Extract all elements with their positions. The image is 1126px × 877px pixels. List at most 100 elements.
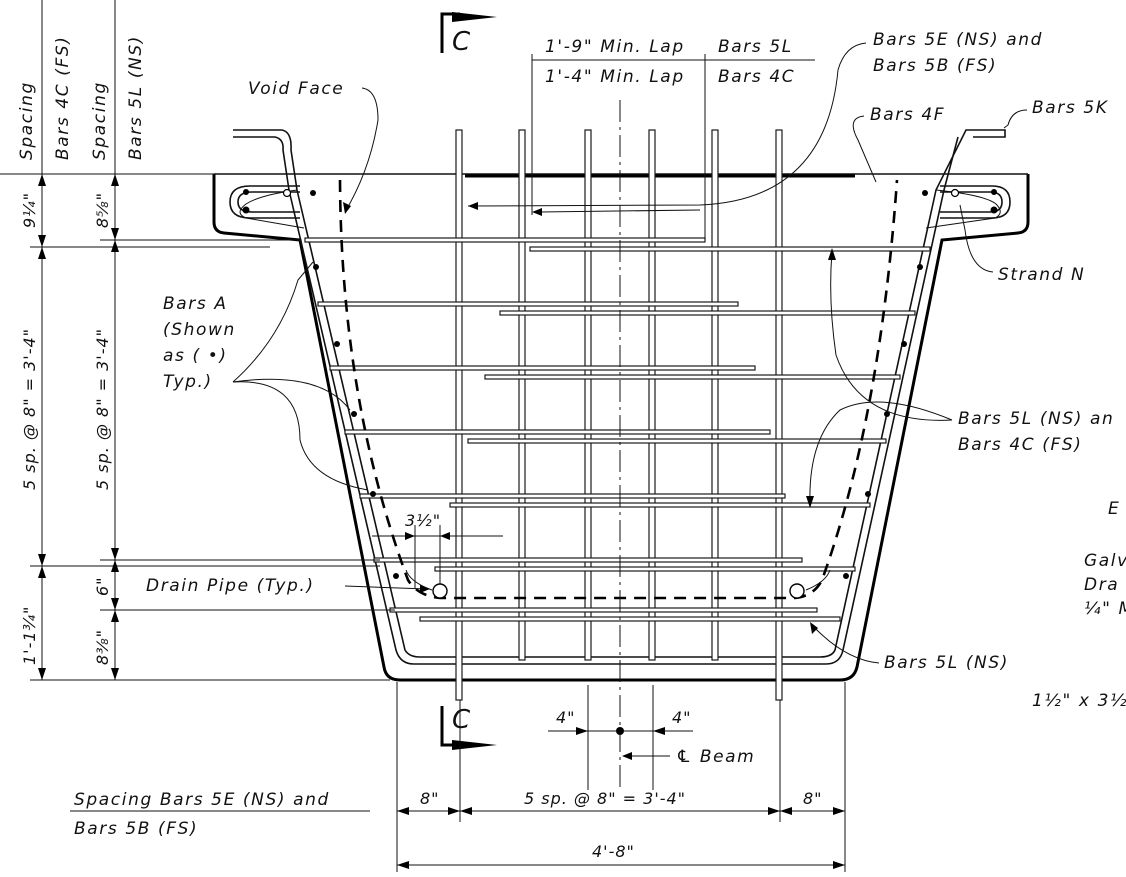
horizontal-bar — [389, 607, 818, 613]
vertical-bar — [711, 129, 719, 661]
dim-6: 6" — [93, 576, 112, 596]
section-mark-top-letter: C — [452, 27, 471, 57]
beam-centerline-label: ℄ Beam — [676, 747, 755, 767]
horizontal-bar — [317, 301, 739, 307]
section-mark-top: C — [440, 12, 497, 57]
bar-a-dot — [917, 264, 923, 270]
horizontal-bar — [499, 310, 916, 316]
spacing-5l-label-a: Spacing — [90, 81, 110, 160]
dim-4-8: 4'-8" — [592, 842, 635, 861]
spacing-bars-5e-label-line2: Bars 5B (FS) — [74, 819, 198, 839]
horizontal-bars — [304, 237, 931, 622]
bars-a-dots — [242, 189, 998, 579]
bar-a-dot — [393, 573, 399, 579]
bar-a-dot — [901, 341, 907, 347]
horizontal-bar — [373, 557, 803, 563]
void-face-label: Void Face — [248, 79, 344, 99]
cut-galv-label: Galv — [1084, 551, 1126, 571]
bottom-dimensions: 4" 4" 8" 5 sp. @ 8" = 3'-4" 8" 4'-8" — [396, 682, 846, 872]
dim-8-left: 8" — [420, 789, 440, 808]
vertical-bar — [648, 129, 656, 661]
dim-1-1-threequarter: 1'-1¾" — [20, 606, 39, 665]
min-lap-4c-label: 1'-4" Min. Lap — [545, 67, 685, 87]
drain-pipe-right-curve — [805, 569, 831, 591]
dim-4-right: 4" — [672, 708, 692, 727]
vertical-bar — [455, 129, 463, 701]
dim-5sp-mid: 5 sp. @ 8" = 3'-4" — [93, 328, 112, 490]
drain-pipe-label: Drain Pipe (Typ.) — [146, 576, 315, 596]
strand-n-left — [282, 188, 292, 198]
bar-a-dot — [991, 189, 997, 195]
horizontal-bar — [419, 616, 841, 622]
stirrup — [233, 129, 1006, 665]
horizontal-bar — [529, 246, 931, 252]
bars-a-label-line3: as ( •) — [163, 346, 228, 366]
bars-5e-label-line2: Bars 5B (FS) — [873, 56, 997, 76]
spacing-5l-label-b: Bars 5L (NS) — [126, 35, 146, 160]
dim-8-fiveeighths: 8⅝" — [93, 192, 112, 228]
bars-5l-ns-label: Bars 5L (NS) — [884, 653, 1009, 673]
spacing-4c-label-b: Bars 4C (FS) — [53, 36, 73, 160]
horizontal-bar — [344, 429, 771, 435]
drain-pipe-right — [789, 583, 805, 599]
horizontal-bar — [449, 502, 871, 508]
dim-9-quarter: 9¼" — [20, 192, 39, 228]
bars-5k-label: Bars 5K — [1032, 98, 1109, 118]
bar-a-dot — [313, 264, 319, 270]
bars-a-label-line1: Bars A — [163, 294, 228, 314]
bars-a-label-line2: (Shown — [163, 320, 236, 340]
horizontal-bar — [467, 438, 887, 444]
bars-4c-top-label: Bars 4C — [718, 67, 795, 87]
bar-a-dot — [990, 206, 998, 214]
void-face-line — [338, 179, 899, 600]
section-mark-bottom: C — [440, 705, 497, 750]
vertical-bar — [584, 129, 592, 661]
horizontal-bar — [329, 365, 756, 371]
bar-a-dot — [922, 190, 928, 196]
annotations: Bars 5E (NS) and Bars 5B (FS) Bars 4F Ba… — [70, 30, 1126, 839]
bars-4f-label: Bars 4F — [870, 105, 945, 125]
bar-a-dot — [242, 206, 250, 214]
dim-3-half: 3½" — [405, 511, 441, 530]
bars-5e-label-line1: Bars 5E (NS) and — [873, 30, 1043, 50]
strand-n-label: Strand N — [998, 265, 1085, 285]
bar-a-dot — [243, 189, 249, 195]
bars-5l-ns-4c-label-line2: Bars 4C (FS) — [958, 435, 1082, 455]
dim-3-half-group: 3½" — [372, 511, 503, 588]
bar-a-dot — [843, 573, 849, 579]
dim-5sp-bottom: 5 sp. @ 8" = 3'-4" — [524, 789, 686, 808]
dim-8-threeeighths: 8⅜" — [93, 629, 112, 665]
strand-n-right — [950, 188, 960, 198]
section-mark-bottom-letter: C — [452, 705, 471, 735]
cut-size-label: 1½" x 3½ — [1032, 691, 1126, 711]
drain-pipe-left — [432, 583, 448, 599]
bar-a-dot — [351, 411, 357, 417]
vertical-bar — [518, 129, 526, 661]
horizontal-bar — [359, 493, 786, 499]
dim-5sp-left: 5 sp. @ 8" = 3'-4" — [20, 328, 39, 490]
drain-pipe-left-curve — [405, 569, 433, 591]
lap-dimension: 1'-9" Min. Lap Bars 5L 1'-4" Min. Lap Ba… — [531, 37, 815, 240]
bars-5l-ns-4c-label-line1: Bars 5L (NS) an — [958, 409, 1114, 429]
bars-5l-top-label: Bars 5L — [718, 37, 793, 57]
bars-a-label-line4: Typ.) — [163, 372, 213, 392]
bar-a-dot — [865, 491, 871, 497]
left-dimensions: Spacing Bars 4C (FS) Spacing Bars 5L (NS… — [0, 0, 395, 681]
horizontal-bar — [484, 374, 901, 380]
cut-dra-label: Dra — [1084, 575, 1119, 595]
vertical-bars — [455, 129, 783, 701]
dim-8-right: 8" — [803, 789, 823, 808]
cut-m-label: ¼" M — [1084, 599, 1126, 619]
dim-4-left: 4" — [556, 708, 576, 727]
bar-a-dot — [370, 491, 376, 497]
bar-a-dot — [884, 411, 890, 417]
bar-a-dot — [310, 190, 316, 196]
vertical-bar — [775, 129, 783, 701]
spacing-bars-5e-label-line1: Spacing Bars 5E (NS) and — [74, 790, 330, 810]
bar-a-dot — [334, 341, 340, 347]
min-lap-5l-label: 1'-9" Min. Lap — [545, 37, 685, 57]
horizontal-bar — [304, 237, 706, 243]
cut-e-label: E — [1108, 499, 1120, 519]
horizontal-bar — [434, 566, 856, 572]
